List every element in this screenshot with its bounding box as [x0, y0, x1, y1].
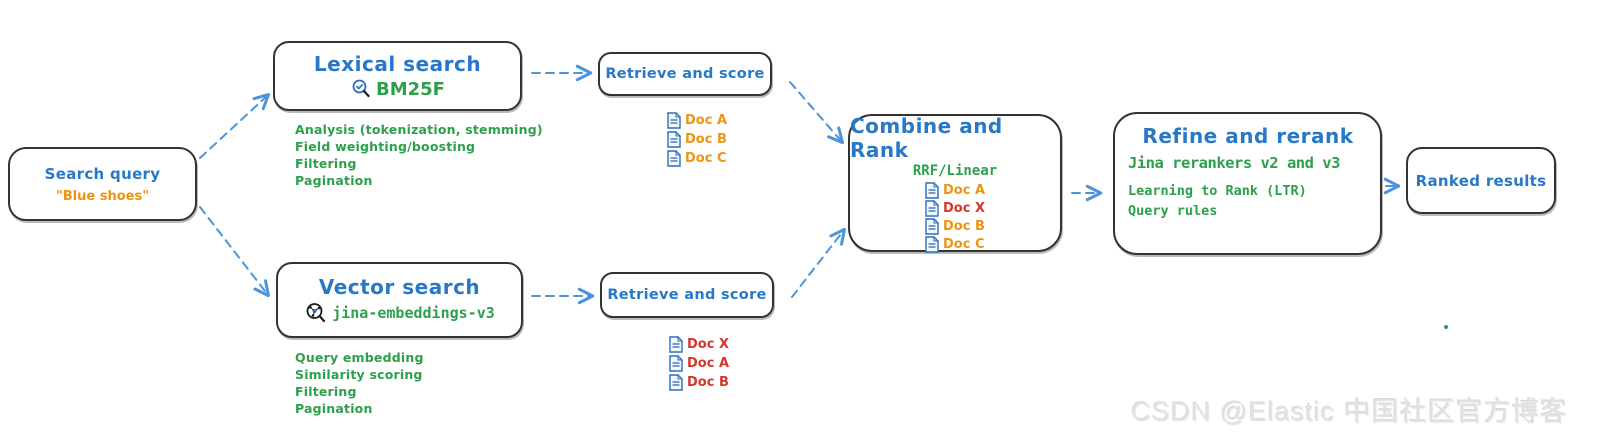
lexical-search-node: Lexical search BM25F [273, 41, 522, 111]
refine-line: Learning to Rank (LTR) [1128, 183, 1307, 199]
ranked-results-title: Ranked results [1415, 171, 1547, 190]
doc-item: Doc B [925, 217, 985, 235]
vector-feature: Query embedding [295, 350, 424, 365]
doc-item: Doc X [669, 336, 729, 353]
arrow-query-to-vector [199, 206, 270, 298]
lexical-engine-label: BM25F [376, 78, 445, 100]
refine-rerank-title: Refine and rerank [1142, 124, 1354, 148]
lexical-feature: Filtering [295, 156, 357, 171]
document-icon [925, 235, 939, 253]
stray-dot [1444, 325, 1448, 329]
document-icon [667, 131, 681, 148]
doc-label: Doc X [942, 200, 985, 216]
document-icon [925, 199, 939, 217]
lexical-search-title: Lexical search [313, 52, 482, 76]
vector-doc-list: Doc X Doc A Doc B [669, 336, 729, 391]
document-icon [667, 150, 681, 167]
lexical-feature-list: Analysis (tokenization, stemming) Field … [295, 121, 543, 189]
retrieve-score-vector-node: Retrieve and score [600, 272, 774, 318]
doc-item: Doc B [669, 374, 729, 391]
doc-label: Doc C [942, 236, 985, 252]
vector-search-node: Vector search jina-embeddings-v3 [276, 262, 523, 338]
document-icon [669, 355, 683, 372]
search-check-icon [352, 79, 370, 98]
combined-doc-list: Doc A Doc X Doc B Doc C [925, 181, 985, 253]
combine-rank-node: Combine and Rank RRF/Linear Doc A Doc X … [848, 113, 1062, 253]
doc-item: Doc A [925, 181, 985, 199]
combine-rank-title: Combine and Rank [850, 113, 1003, 162]
vector-feature: Pagination [295, 401, 373, 416]
doc-item: Doc B [667, 131, 727, 148]
doc-label: Doc X [687, 337, 729, 352]
lexical-feature: Analysis (tokenization, stemming) [295, 122, 543, 137]
combine-method: RRF/Linear [912, 162, 998, 179]
document-icon [669, 374, 683, 391]
vector-search-icon [306, 303, 326, 323]
lexical-doc-list: Doc A Doc B Doc C [667, 112, 727, 167]
document-icon [667, 112, 681, 129]
document-icon [925, 181, 939, 199]
doc-item: Doc X [925, 199, 985, 217]
document-icon [925, 217, 939, 235]
doc-label: Doc C [685, 151, 727, 166]
refine-line: Query rules [1128, 203, 1218, 219]
doc-label: Doc A [942, 182, 985, 198]
vector-engine-label: jina-embeddings-v3 [332, 304, 495, 322]
search-query-value: "Blue shoes" [56, 188, 149, 204]
vector-feature: Similarity scoring [295, 367, 423, 382]
refine-rerank-node: Refine and rerank Jina rerankers v2 and … [1113, 112, 1382, 255]
doc-item: Doc C [667, 150, 727, 167]
doc-label: Doc A [685, 113, 728, 128]
vector-search-title: Vector search [318, 275, 481, 299]
doc-item: Doc A [669, 355, 729, 372]
doc-label: Doc B [942, 218, 985, 234]
doc-item: Doc C [925, 235, 985, 253]
document-icon [669, 336, 683, 353]
arrow-retrieve-top-to-combine [789, 81, 844, 145]
retrieve-score-vector-title: Retrieve and score [607, 287, 767, 303]
doc-label: Doc B [687, 375, 729, 390]
csdn-watermark: CSDN @Elastic 中国社区官方博客 [1131, 397, 1568, 427]
doc-item: Doc A [667, 112, 727, 129]
doc-label: Doc A [687, 356, 730, 371]
refine-line: Jina rerankers v2 and v3 [1128, 154, 1340, 172]
retrieve-score-lexical-title: Retrieve and score [605, 66, 765, 82]
search-query-title: Search query [44, 164, 161, 183]
lexical-feature: Field weighting/boosting [295, 139, 476, 154]
arrow-query-to-lexical [199, 92, 271, 159]
retrieve-score-lexical-node: Retrieve and score [598, 52, 772, 96]
lexical-feature: Pagination [295, 173, 373, 188]
ranked-results-node: Ranked results [1406, 147, 1556, 214]
vector-feature: Filtering [295, 384, 357, 399]
search-query-node: Search query "Blue shoes" [8, 147, 197, 221]
doc-label: Doc B [685, 132, 727, 147]
arrow-retrieve-bottom-to-combine [791, 227, 846, 298]
vector-feature-list: Query embedding Similarity scoring Filte… [295, 349, 424, 417]
